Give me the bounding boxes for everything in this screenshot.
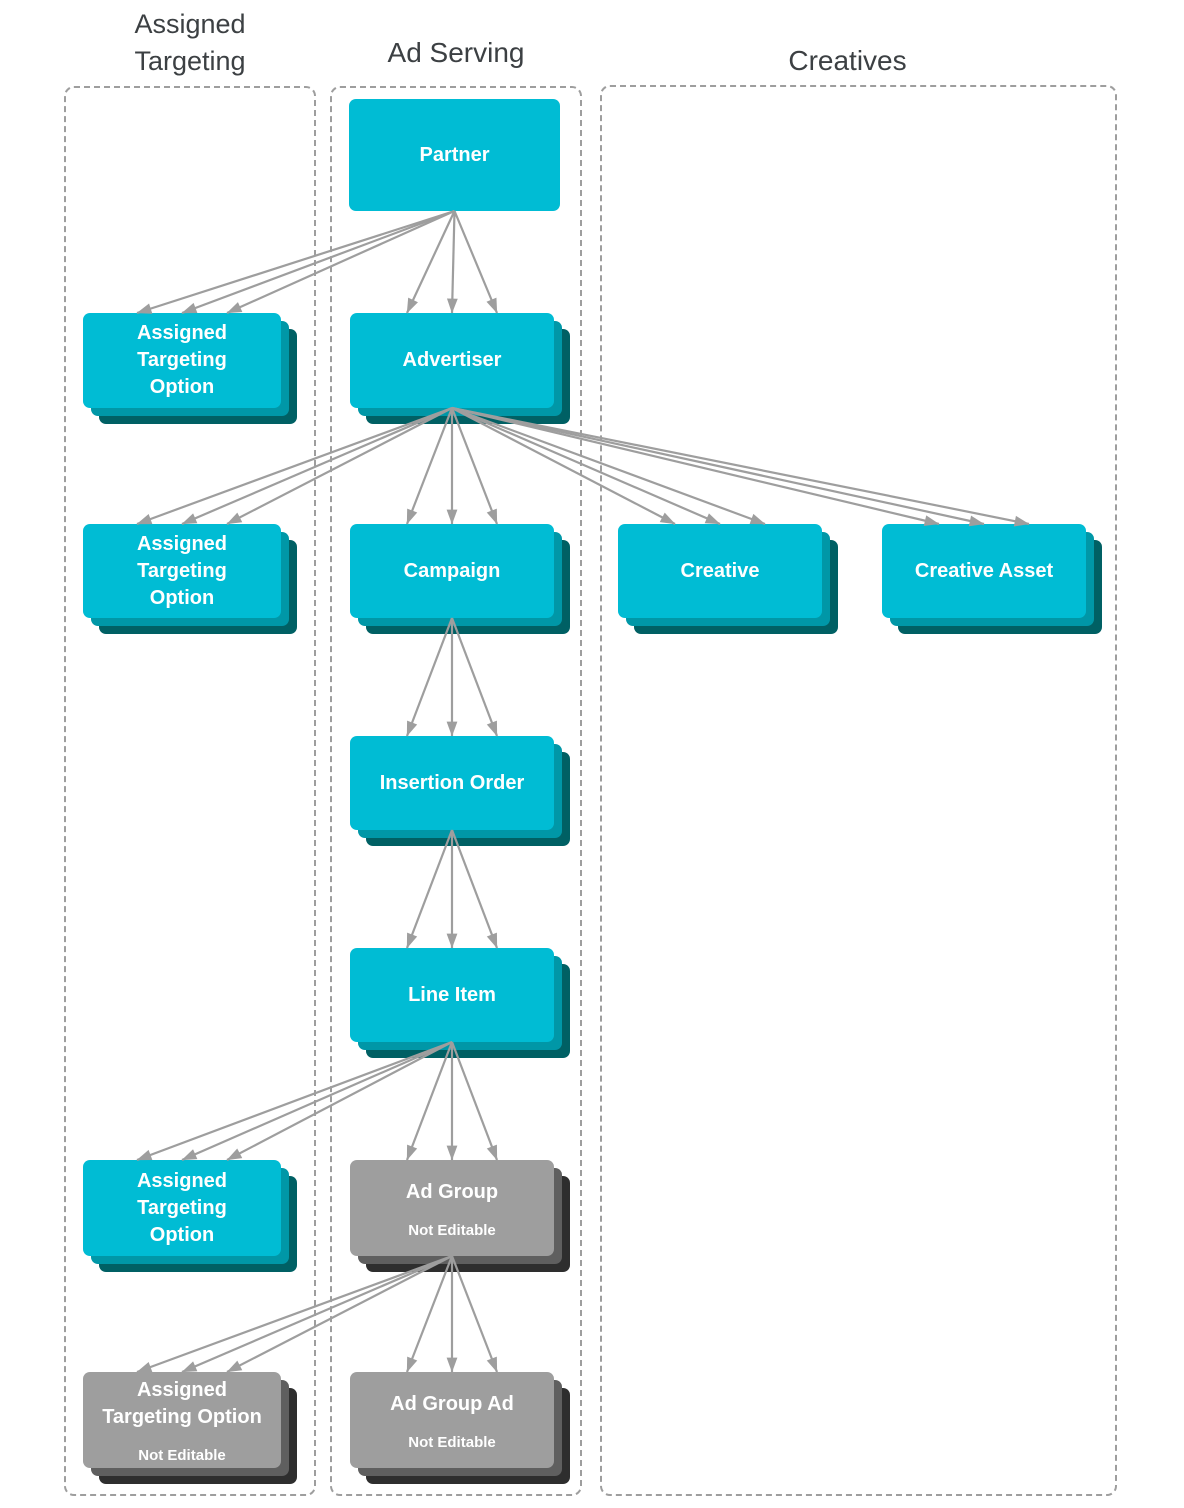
not-editable-note: Not Editable [408,1433,496,1451]
column-creatives [600,85,1117,1496]
node-ad-group: Ad Group Not Editable [350,1160,554,1256]
node-creative-label: Creative [680,559,760,582]
node-label: Assigned Targeting Option [102,1379,262,1428]
node-advertiser: Advertiser [350,313,554,408]
node-partner-label: Partner [419,143,490,166]
column-header-creatives: Creatives [788,45,907,76]
not-editable-note: Not Editable [408,1221,496,1239]
node-campaign: Campaign [350,524,554,618]
node-creative: Creative [618,524,822,618]
column-header-assigned-targeting: Assigned Targeting [134,9,246,76]
node-assigned-targeting-option-advertiser: Assigned Targeting Option [83,313,281,408]
node-line-item: Line Item [350,948,554,1042]
node-assigned-targeting-option-campaign: Assigned Targeting Option [83,524,281,618]
column-ad-serving [330,86,582,1496]
node-creative-asset-label: Creative Asset [914,559,1054,582]
node-ad-group-label: Ad Group [405,1180,499,1203]
node-partner: Partner [349,99,560,211]
node-label: Assigned Targeting Option [136,322,228,398]
node-insertion-order-label: Insertion Order [379,771,525,794]
node-ad-group-ad: Ad Group Ad Not Editable [350,1372,554,1468]
node-line-item-label: Line Item [408,983,496,1006]
node-campaign-label: Campaign [403,559,501,582]
node-assigned-targeting-option-line-item: Assigned Targeting Option [83,1160,281,1256]
not-editable-note: Not Editable [138,1447,226,1464]
node-label: Assigned Targeting Option [136,532,228,609]
node-assigned-targeting-option-ad-group: Assigned Targeting Option Not Editable [83,1372,281,1468]
node-advertiser-label: Advertiser [402,349,502,371]
column-assigned-targeting [64,86,316,1496]
node-insertion-order: Insertion Order [350,736,554,830]
node-creative-asset: Creative Asset [882,524,1086,618]
node-label: Assigned Targeting Option [136,1169,228,1246]
node-ad-group-ad-label: Ad Group Ad [390,1392,514,1415]
column-header-ad-serving: Ad Serving [387,37,525,68]
